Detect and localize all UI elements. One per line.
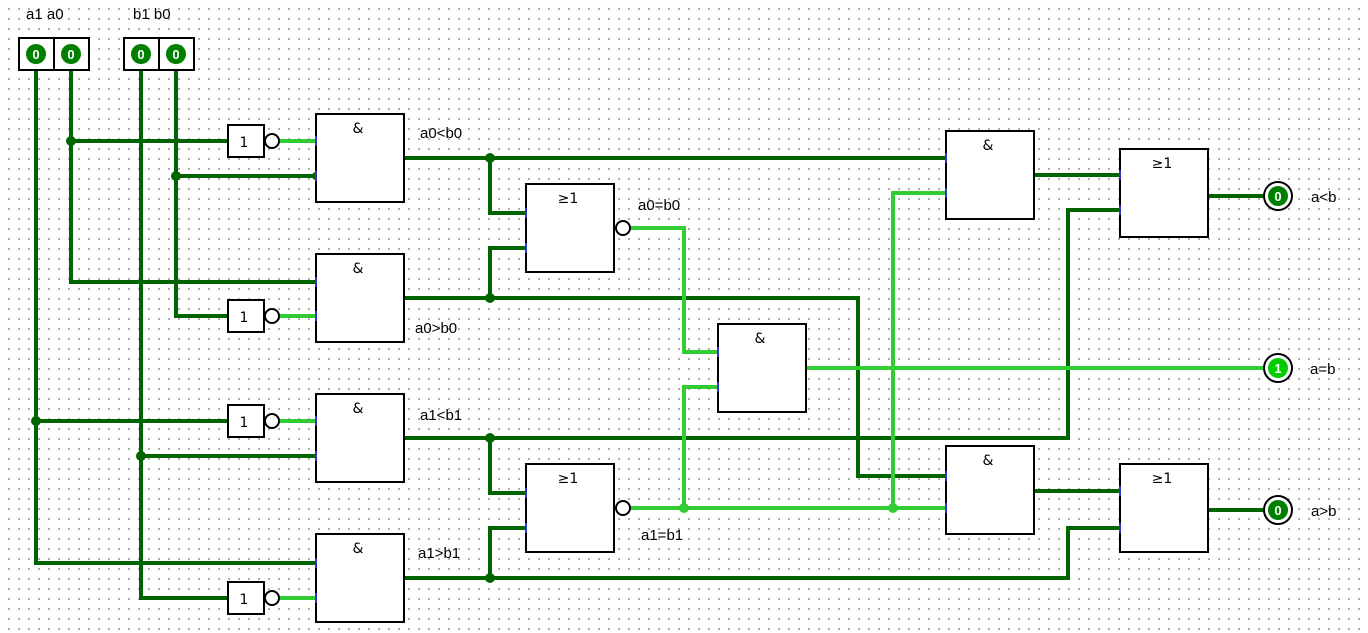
and-gate-gt[interactable]: & [945, 445, 1035, 535]
not-gate-b0[interactable]: 1 [227, 299, 280, 333]
and-gate-symbol: & [353, 121, 364, 137]
and-gate-eq[interactable]: & [717, 323, 807, 413]
input-pin-b1-value: 0 [137, 47, 144, 62]
and-gate-a0-gt-b0[interactable]: & [315, 253, 405, 343]
and-gate-symbol: & [353, 401, 364, 417]
or-gate-symbol: ≥1 [558, 471, 579, 487]
and-gate-symbol: & [353, 541, 364, 557]
junction [66, 136, 76, 146]
not-gates: 1 1 1 1 [227, 124, 280, 615]
output-label-lt: a<b [1311, 189, 1336, 206]
junction [485, 153, 495, 163]
or-gate-symbol: ≥1 [1152, 471, 1173, 487]
and-gate-symbol: & [983, 138, 994, 154]
junction [485, 573, 495, 583]
and-gate-symbol: & [983, 453, 994, 469]
input-label-b: b1 b0 [133, 6, 171, 23]
input-pin-a0-value: 0 [67, 47, 74, 62]
input-label-a: a1 a0 [26, 6, 64, 23]
or-gates-final: ≥1 ≥1 [1119, 148, 1209, 553]
wire-b0 [174, 68, 230, 318]
wire-a1-eq-b1-lt [891, 191, 948, 510]
wire-a1-gt-b1-or [488, 526, 528, 580]
or-gate-gt[interactable]: ≥1 [1119, 463, 1209, 553]
wire-a0-eq-b0 [630, 226, 720, 354]
gate-pin-marks [315, 136, 1121, 603]
not-gate-symbol: 1 [240, 592, 249, 608]
not-gate-b1[interactable]: 1 [227, 581, 280, 615]
label-a1-lt-b1: a1<b1 [420, 407, 462, 424]
input-pin-a1-value: 0 [32, 47, 39, 62]
wire-a1-lt-b1-or [488, 436, 528, 495]
label-a0-gt-b0: a0>b0 [415, 320, 457, 337]
junction [171, 171, 181, 181]
input-pins: 0 0 0 0 a1 a0 b1 b0 [18, 6, 195, 71]
nor-gates: ≥1 ≥1 [525, 183, 631, 553]
input-pin-b1[interactable]: 0 [131, 44, 151, 64]
nor-gate-a1-eq-b1[interactable]: ≥1 [525, 463, 631, 553]
and-gates-stage2: & & & [717, 130, 1035, 535]
and-gate-a1-gt-b1[interactable]: & [315, 533, 405, 623]
output-pin-gt: 0 a>b [1263, 495, 1336, 525]
output-pin-lt-value: 0 [1274, 189, 1281, 204]
or-gate-symbol: ≥1 [558, 191, 579, 207]
junction [888, 503, 898, 513]
signal-labels: a0<b0 a0>b0 a0=b0 a1<b1 a1>b1 a1=b1 [415, 125, 683, 562]
output-pin-eq: 1 a=b [1263, 353, 1335, 383]
wire-a0-lt-b0-or [488, 156, 528, 215]
junction [136, 451, 146, 461]
wire-a1-lt-b1 [402, 208, 1122, 440]
junction [485, 433, 495, 443]
junction [485, 293, 495, 303]
and-gates-stage1: & & & & [315, 113, 405, 623]
input-pin-b0-value: 0 [172, 47, 179, 62]
wire-a0-gt-b0 [402, 296, 948, 478]
junction [679, 503, 689, 513]
not-gate-symbol: 1 [240, 310, 249, 326]
wire-a1-gt-b1 [402, 526, 1122, 580]
output-pin-eq-value: 1 [1274, 361, 1281, 376]
nor-gate-a0-eq-b0[interactable]: ≥1 [525, 183, 631, 273]
label-a1-gt-b1: a1>b1 [418, 545, 460, 562]
not-gate-a0[interactable]: 1 [227, 124, 280, 158]
output-pin-gt-value: 0 [1274, 503, 1281, 518]
wire-a0-gt-b0-or [488, 246, 528, 300]
input-pin-a0[interactable]: 0 [61, 44, 81, 64]
label-a1-eq-b1: a1=b1 [641, 527, 683, 544]
input-pin-a1[interactable]: 0 [26, 44, 46, 64]
not-gate-symbol: 1 [240, 415, 249, 431]
and-gate-a1-lt-b1[interactable]: & [315, 393, 405, 483]
label-a0-eq-b0: a0=b0 [638, 197, 680, 214]
output-label-eq: a=b [1310, 361, 1335, 378]
not-gate-a1[interactable]: 1 [227, 404, 280, 438]
and-gate-a0-lt-b0[interactable]: & [315, 113, 405, 203]
output-pin-lt: 0 a<b [1263, 181, 1336, 211]
input-pin-b0[interactable]: 0 [166, 44, 186, 64]
wires-high [279, 139, 1264, 600]
and-gate-symbol: & [755, 331, 766, 347]
or-gate-symbol: ≥1 [1152, 156, 1173, 172]
and-gate-symbol: & [353, 261, 364, 277]
and-gate-lt[interactable]: & [945, 130, 1035, 220]
wire-a1-eq-b1-and [682, 385, 720, 510]
wire-a1 [34, 68, 317, 565]
junction [31, 416, 41, 426]
output-pins: 0 a<b 1 a=b 0 a>b [1263, 181, 1336, 525]
or-gate-lt[interactable]: ≥1 [1119, 148, 1209, 238]
label-a0-lt-b0: a0<b0 [420, 125, 462, 142]
not-gate-symbol: 1 [240, 135, 249, 151]
wires-low [34, 68, 1264, 600]
wire-b1 [139, 68, 230, 600]
output-label-gt: a>b [1311, 503, 1336, 520]
